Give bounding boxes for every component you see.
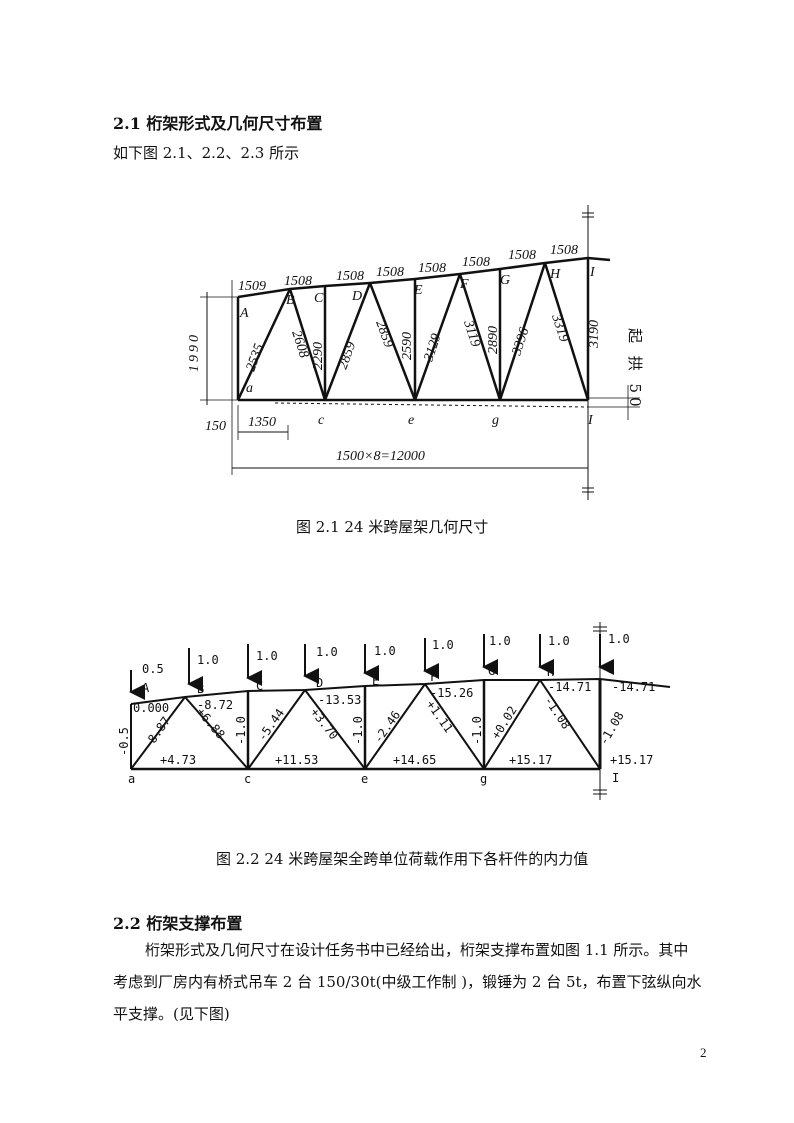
node2-G: G [488,664,495,678]
top-force-4: -15.26 [430,686,473,700]
node2-F: F [430,670,437,684]
dim-span: 1500×8=12000 [336,449,425,464]
top-force-2: -8.72 [197,698,233,712]
node2-E: E [372,674,379,688]
node-I-top: I [589,265,596,280]
bottom-force-5: +15.17 [610,753,653,767]
section-heading-2-2: 2.2 桁架支撑布置 [113,914,243,933]
panel-length-2: 1508 [284,274,312,289]
diagonal-force-1: -8.87 [141,714,173,752]
node-c: c [318,413,325,428]
node2-C: C [256,679,263,693]
top-force-1: 0.000 [133,701,169,715]
load-C: 1.0 [256,649,278,663]
load-I: 1.0 [608,632,630,646]
load-G: 1.0 [489,634,511,648]
load-F: 1.0 [432,638,454,652]
bottom-force-2: +11.53 [275,753,318,767]
member-length-9: 2890 [486,326,501,354]
diagonal-force-6: +1.11 [424,698,456,736]
node2-c: c [244,772,251,786]
paragraph-line-1: 桁架形式及几何尺寸在设计任务书中已经给出，桁架支撑布置如图 1.1 所示。其中 [145,941,689,959]
member-length-3: 2290 [311,342,326,370]
panel-length-5: 1508 [418,261,446,276]
dim-height: 1990 [187,332,202,372]
vertical-force-4: -1.0 [470,716,484,745]
node-C: C [314,291,324,306]
node2-a: a [128,772,135,786]
member-length-12: 3190 [587,320,602,349]
top-force-6: -14.71 [612,680,655,694]
load-H: 1.0 [548,634,570,648]
node-g: g [492,413,499,428]
top-force-3: -13.53 [318,693,361,707]
load-E: 1.0 [374,644,396,658]
diagonal-force-4: +3.70 [308,705,341,742]
vertical-force-3: -1.0 [351,716,365,745]
vertical-force-1: -0.5 [117,727,131,756]
diagonal-force-5: -2.46 [371,708,403,746]
node-a: a [246,381,253,396]
load-A: 0.5 [142,662,164,676]
panel-length-4: 1508 [376,265,404,280]
node2-B: B [197,682,204,696]
node2-e: e [361,772,368,786]
load-D: 1.0 [316,645,338,659]
node-E: E [413,283,423,298]
dim-offset: 150 [205,419,226,434]
bottom-force-4: +15.17 [509,753,552,767]
node-D: D [351,289,362,304]
intro-text: 如下图 2.1、2.2、2.3 所示 [113,144,300,162]
member-length-6: 2590 [400,332,415,360]
figure-2-2-caption: 图 2.2 24 米跨屋架全跨单位荷载作用下各杆件的内力值 [216,850,589,868]
panel-length-7: 1508 [508,248,536,263]
panel-length-8: 1508 [550,243,578,258]
bottom-force-3: +14.65 [393,753,436,767]
diagonal-force-8: -1.08 [542,694,574,732]
node2-A: A [142,681,150,695]
top-force-5: -14.71 [548,680,591,694]
node-G: G [500,273,510,288]
node-I-bottom: I [587,413,594,428]
dim-first-panel: 1350 [248,415,276,430]
paragraph-line-3: 平支撑。(见下图) [113,1005,230,1023]
bottom-force-1: +4.73 [160,753,196,767]
panel-length-3: 1508 [336,269,364,284]
node-F: F [459,277,469,292]
camber-note: 起 拱 50 [626,328,644,411]
panel-length-1: 1509 [238,279,266,294]
node-e: e [408,413,414,428]
node-B: B [286,293,295,308]
node2-H: H [547,665,554,679]
node2-I-top: I [608,662,615,676]
panel-length-6: 1508 [462,255,490,270]
figure-2-1-caption: 图 2.1 24 米跨屋架几何尺寸 [296,518,489,536]
top-chord [237,256,611,299]
load-B: 1.0 [197,653,219,667]
node2-D: D [316,676,323,690]
node-A: A [239,306,249,321]
node-H: H [549,267,561,282]
vertical-force-2: -1.0 [234,716,248,745]
page-number: 2 [700,1045,707,1060]
section-heading-2-1: 2.1 桁架形式及几何尺寸布置 [113,114,323,133]
paragraph-line-2: 考虑到厂房内有桥式吊车 2 台 150/30t(中级工作制 )，锻锤为 2 台 … [113,973,702,991]
node2-g: g [480,772,487,786]
node2-I-bottom: I [612,771,619,785]
